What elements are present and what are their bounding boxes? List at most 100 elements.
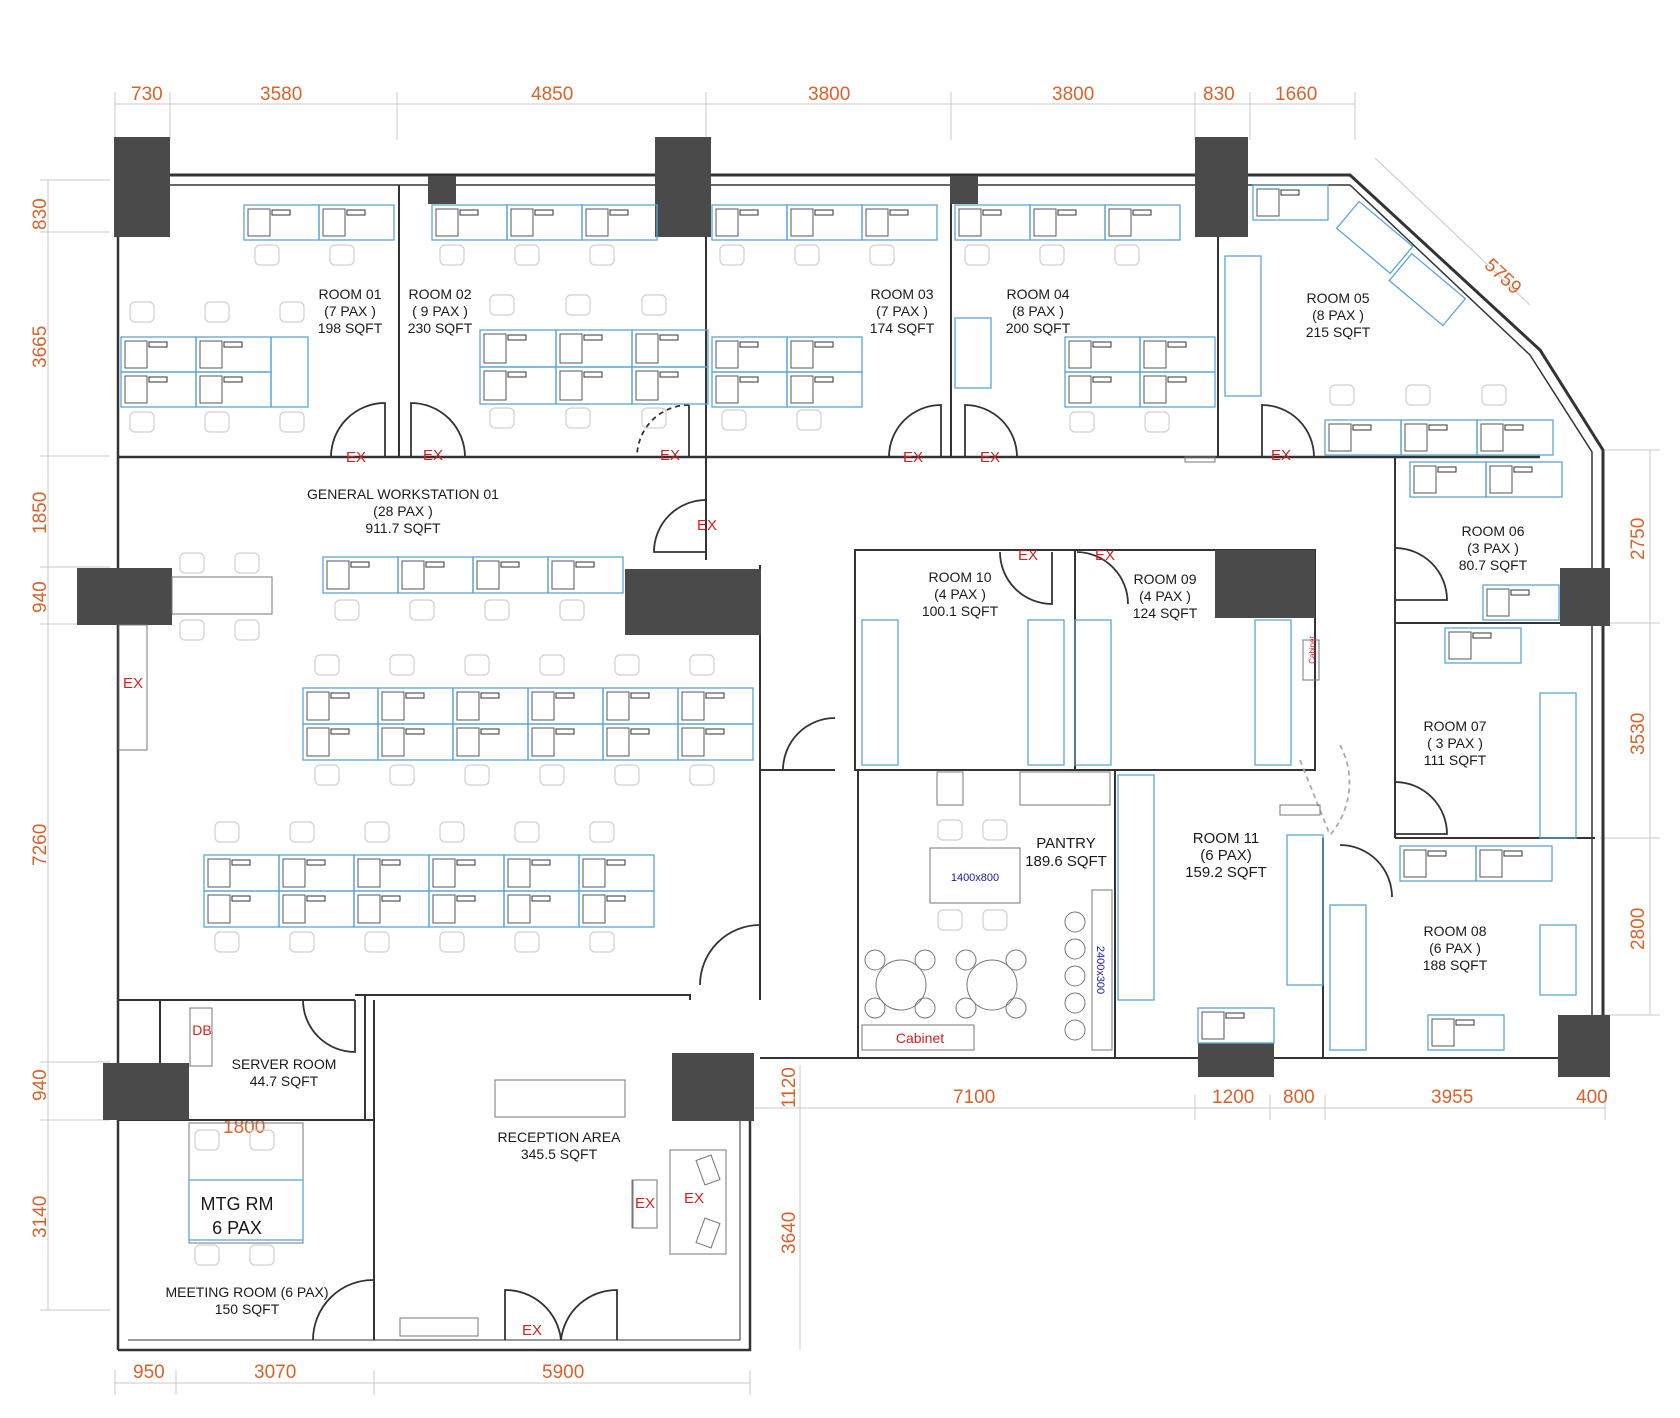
stool <box>1064 911 1086 933</box>
desk <box>1252 184 1329 221</box>
keyboard <box>606 895 626 902</box>
keyboard <box>500 561 520 568</box>
dim-left-7: 3140 <box>30 1196 51 1238</box>
room04-pax: (8 PAX ) <box>1012 303 1064 319</box>
monitor <box>326 560 350 590</box>
monitor <box>1201 1011 1225 1040</box>
desk <box>1539 924 1577 996</box>
monitor <box>582 894 606 924</box>
chair <box>864 997 886 1019</box>
chair <box>614 654 640 676</box>
chair <box>1481 384 1507 406</box>
chair <box>489 407 515 429</box>
room03-pax: (7 PAX ) <box>876 303 928 319</box>
keyboard <box>739 209 759 216</box>
dimension-lines <box>40 92 1660 1395</box>
desk <box>1475 845 1553 882</box>
chair <box>914 949 936 971</box>
stool <box>1064 992 1086 1014</box>
keyboard <box>1472 632 1492 639</box>
desk <box>318 204 395 241</box>
column <box>672 1053 754 1121</box>
dim-top-7: 1660 <box>1275 84 1317 105</box>
keyboard <box>1057 209 1077 216</box>
desk <box>1027 619 1065 766</box>
dim-br-4: 800 <box>1283 1087 1315 1108</box>
exit-marker: EX <box>1271 447 1291 464</box>
chair <box>614 764 640 786</box>
monitor <box>199 340 223 369</box>
chair <box>129 301 155 323</box>
chair <box>937 819 963 841</box>
desk <box>1117 774 1155 1001</box>
desk <box>1224 255 1262 397</box>
keyboard <box>456 859 476 866</box>
monitor <box>531 691 555 721</box>
monitor <box>507 858 531 888</box>
room04-name: ROOM 04 <box>1006 286 1069 302</box>
stool <box>1064 965 1086 987</box>
room11-name: ROOM 11 <box>1193 830 1259 847</box>
monitor <box>483 333 507 364</box>
stool <box>1064 938 1086 960</box>
monitor <box>1413 465 1437 494</box>
chair <box>249 1244 275 1266</box>
chair <box>204 411 230 433</box>
room10-area: 100.1 SQFT <box>922 603 999 619</box>
keyboard <box>330 728 350 735</box>
monitor <box>124 375 148 404</box>
dim-bottom-2: 3070 <box>254 1362 296 1383</box>
monitor <box>1431 1018 1455 1047</box>
chair <box>234 552 260 574</box>
desk <box>1444 627 1522 664</box>
chair <box>409 599 435 621</box>
desk <box>1286 834 1324 986</box>
monitor <box>1328 423 1352 452</box>
chair <box>334 599 360 621</box>
column <box>1560 568 1610 626</box>
desk <box>547 556 624 594</box>
keyboard <box>330 692 350 699</box>
monitor <box>790 208 814 237</box>
exit-marker: EX <box>346 449 366 466</box>
keyboard <box>705 692 725 699</box>
chair <box>937 909 963 931</box>
monitor <box>635 333 659 364</box>
monitor <box>585 208 609 237</box>
exit-marker: EX <box>522 1322 542 1339</box>
desk <box>1104 204 1181 241</box>
keyboard <box>606 859 626 866</box>
monitor <box>958 208 982 237</box>
monitor <box>247 208 271 237</box>
room02-pax: ( 9 PAX ) <box>412 303 468 319</box>
monitor <box>1256 188 1280 217</box>
room11-pax: (6 PAX) <box>1200 847 1251 864</box>
desk <box>1197 1007 1275 1044</box>
counter-size-label: 2400x300 <box>1094 946 1106 994</box>
monitor <box>715 340 739 369</box>
keyboard <box>507 371 527 378</box>
chair <box>289 931 315 953</box>
monitor <box>432 858 456 888</box>
monitor <box>456 691 480 721</box>
room07-name: ROOM 07 <box>1423 718 1486 734</box>
desk <box>1427 1014 1505 1051</box>
keyboard <box>1455 1019 1475 1026</box>
keyboard <box>705 728 725 735</box>
desk <box>1388 252 1467 327</box>
desk <box>555 366 633 405</box>
db-label: DB <box>192 1022 211 1038</box>
desk <box>631 366 709 405</box>
monitor <box>381 727 405 757</box>
doors <box>302 402 1448 1341</box>
chair <box>204 301 230 323</box>
column <box>1195 137 1248 237</box>
chair <box>689 654 715 676</box>
keyboard <box>1428 424 1448 431</box>
room01-name: ROOM 01 <box>318 286 381 302</box>
cabinet-small-label: Cabinet <box>1308 635 1317 663</box>
monitor <box>124 340 148 369</box>
chair <box>389 654 415 676</box>
monitor <box>1068 340 1092 369</box>
